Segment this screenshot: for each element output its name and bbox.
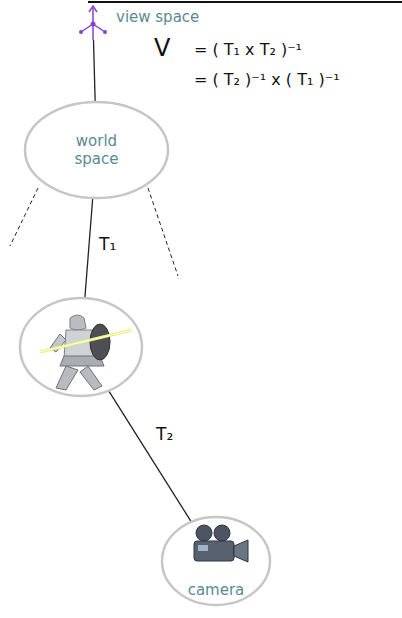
camera-ellipse: camera (160, 515, 272, 607)
view-space-axes: view space (78, 4, 208, 42)
model-ellipse (18, 296, 144, 398)
formula-line: = ( T₂ )⁻¹ x ( T₁ )⁻¹ (194, 70, 340, 89)
axes-icon (78, 4, 108, 40)
formula-symbol: V (154, 34, 170, 62)
world-space-ellipse: world space (23, 100, 170, 200)
node-heading: view space (116, 8, 199, 26)
camera-icon (194, 525, 248, 562)
tree-link (85, 198, 93, 298)
formula-line: = ( T₁ x T₂ )⁻¹ (194, 40, 302, 59)
dashed-branch (148, 188, 178, 276)
node-label: camera (188, 581, 245, 599)
edge-label: T₁ (97, 234, 118, 254)
dashed-branch (10, 188, 38, 246)
ellipse-outline (18, 296, 144, 398)
tree-link (93, 40, 95, 102)
edge-label: T₂ (154, 424, 175, 444)
node-label: world space (53, 132, 140, 168)
soldier-figure (40, 315, 132, 390)
top-rule (88, 1, 402, 3)
tree-link (109, 391, 192, 522)
